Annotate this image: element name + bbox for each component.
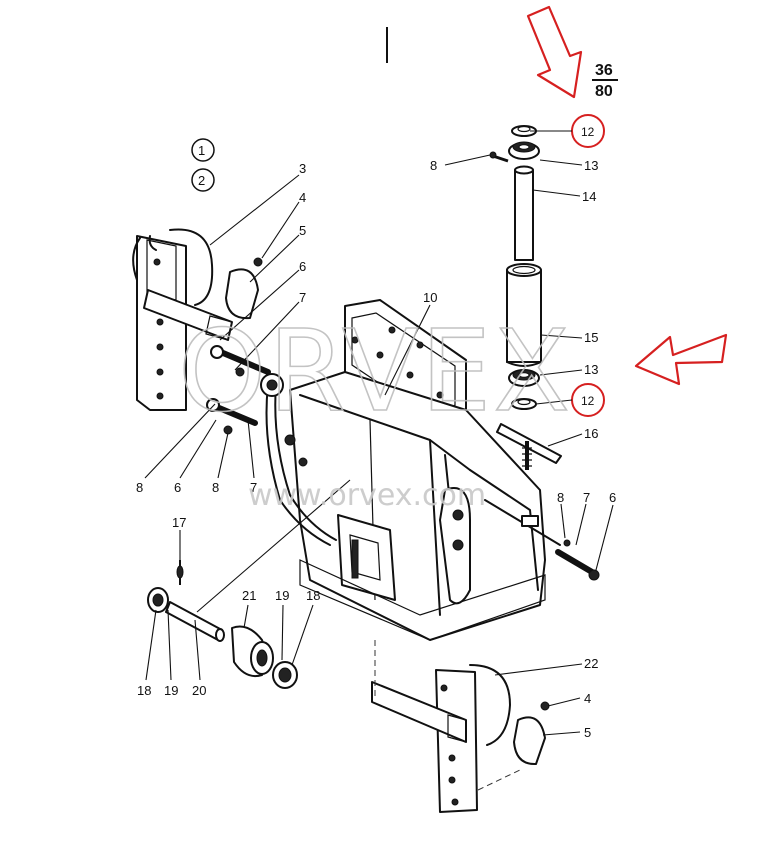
cover-4-5-lower — [513, 701, 550, 766]
callout-22: 22 — [584, 656, 598, 671]
callout-17: 17 — [172, 515, 186, 530]
callout-7-mid: 7 — [250, 480, 257, 495]
tube-14 — [514, 165, 534, 261]
callout-3: 3 — [299, 161, 306, 176]
variant-markers: 1 2 — [191, 138, 215, 192]
callout-19-bottom: 19 — [164, 683, 178, 698]
callout-13-bottom: 13 — [584, 362, 598, 377]
callout-21: 21 — [242, 588, 256, 603]
callout-5: 5 — [299, 223, 306, 238]
callout-7: 7 — [299, 290, 306, 305]
callout-6: 6 — [299, 259, 306, 274]
callout-18-top: 18 — [306, 588, 320, 603]
callout-18-bottom: 18 — [137, 683, 151, 698]
callout-19-top: 19 — [275, 588, 289, 603]
callout-4: 4 — [299, 190, 306, 205]
lower-bracket-22 — [371, 664, 511, 813]
variant-2-label: 2 — [198, 173, 205, 188]
red-arrow-top-icon — [526, 5, 583, 99]
leader-lines — [144, 130, 614, 736]
left-bracket-3 — [132, 228, 233, 411]
callout-10: 10 — [423, 290, 437, 305]
callout-7-right: 7 — [583, 490, 590, 505]
pins-6-7-8-left — [206, 345, 271, 435]
variant-1-label: 1 — [198, 143, 205, 158]
callout-14: 14 — [582, 189, 596, 204]
callout-6-right: 6 — [609, 490, 616, 505]
roller-assembly — [147, 560, 298, 689]
bearing-12-bottom — [511, 398, 537, 410]
watermark-logo: ORVEX — [178, 307, 572, 437]
callout-12-top: 12 — [581, 125, 595, 139]
callout-13-top: 13 — [584, 158, 598, 173]
callout-8-mid: 8 — [212, 480, 219, 495]
callout-16: 16 — [584, 426, 598, 441]
tube-15 — [506, 263, 542, 367]
callout-4-lower: 4 — [584, 691, 591, 706]
watermark-url: www.orvex.com — [248, 478, 486, 513]
main-frame-10 — [260, 299, 561, 641]
pin-8-top — [489, 151, 509, 163]
page-fraction-top: 36 — [595, 62, 613, 79]
bolt-16 — [496, 423, 562, 470]
assembly-line-2 — [477, 769, 521, 791]
page-fraction-bottom: 80 — [595, 83, 613, 100]
pins-6-7-8-right — [555, 539, 600, 581]
callout-15: 15 — [584, 330, 598, 345]
callout-8: 8 — [430, 158, 437, 173]
page-fraction: 36 80 — [592, 62, 618, 100]
callout-20: 20 — [192, 683, 206, 698]
callout-6-left: 6 — [174, 480, 181, 495]
callout-12-bottom: 12 — [581, 394, 595, 408]
callout-8-right: 8 — [557, 490, 564, 505]
bearing-13-top — [508, 141, 540, 160]
bearing-13-bottom — [508, 369, 540, 387]
callout-8-left: 8 — [136, 480, 143, 495]
watermark: ORVEX www.orvex.com — [177, 306, 572, 513]
callout-5-lower: 5 — [584, 725, 591, 740]
red-arrow-side-icon — [634, 333, 728, 386]
callout-numbers: 3 4 5 6 7 8 10 12 13 14 15 13 12 16 8 6 … — [136, 125, 616, 740]
